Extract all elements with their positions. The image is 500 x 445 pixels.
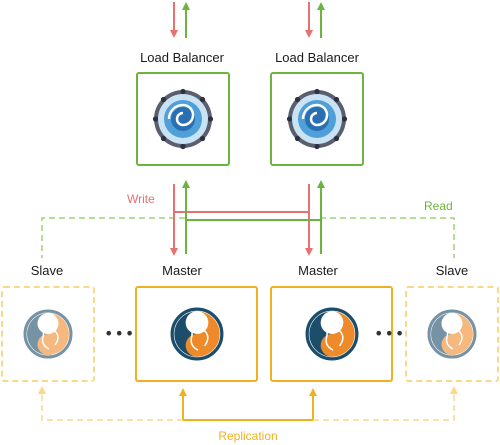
master-label: Master	[162, 263, 202, 278]
more-slaves-ellipsis: •••	[104, 324, 136, 343]
master-node-right[interactable]	[270, 286, 393, 382]
load-balancer-swirl-icon	[152, 88, 214, 150]
load-balancer-swirl-icon	[286, 88, 348, 150]
load-balancer-label: Load Balancer	[275, 50, 359, 65]
read-link-slave-left	[41, 217, 185, 258]
slave-node-right[interactable]	[405, 286, 499, 382]
mysql-database-icon	[23, 309, 73, 359]
mysql-database-icon	[427, 309, 477, 359]
mysql-database-icon	[170, 307, 223, 361]
replication-link-slave-left	[38, 386, 183, 421]
replication-link-masters	[182, 388, 317, 421]
master-label: Master	[298, 263, 338, 278]
load-balancer-node-left[interactable]	[136, 72, 230, 166]
replication-link-slave-right	[313, 386, 458, 421]
read-label: Read	[424, 199, 453, 213]
slave-label: Slave	[435, 263, 469, 278]
read-link-slave-right	[320, 217, 455, 258]
load-balancer-label: Load Balancer	[140, 50, 224, 65]
slave-label: Slave	[30, 263, 64, 278]
write-label: Write	[127, 192, 155, 206]
mysql-database-icon	[305, 307, 358, 361]
load-balancer-node-right[interactable]	[270, 72, 364, 166]
replication-label: Replication	[218, 429, 278, 443]
more-slaves-ellipsis: •••	[374, 324, 406, 343]
slave-node-left[interactable]	[1, 286, 95, 382]
master-node-left[interactable]	[135, 286, 258, 382]
